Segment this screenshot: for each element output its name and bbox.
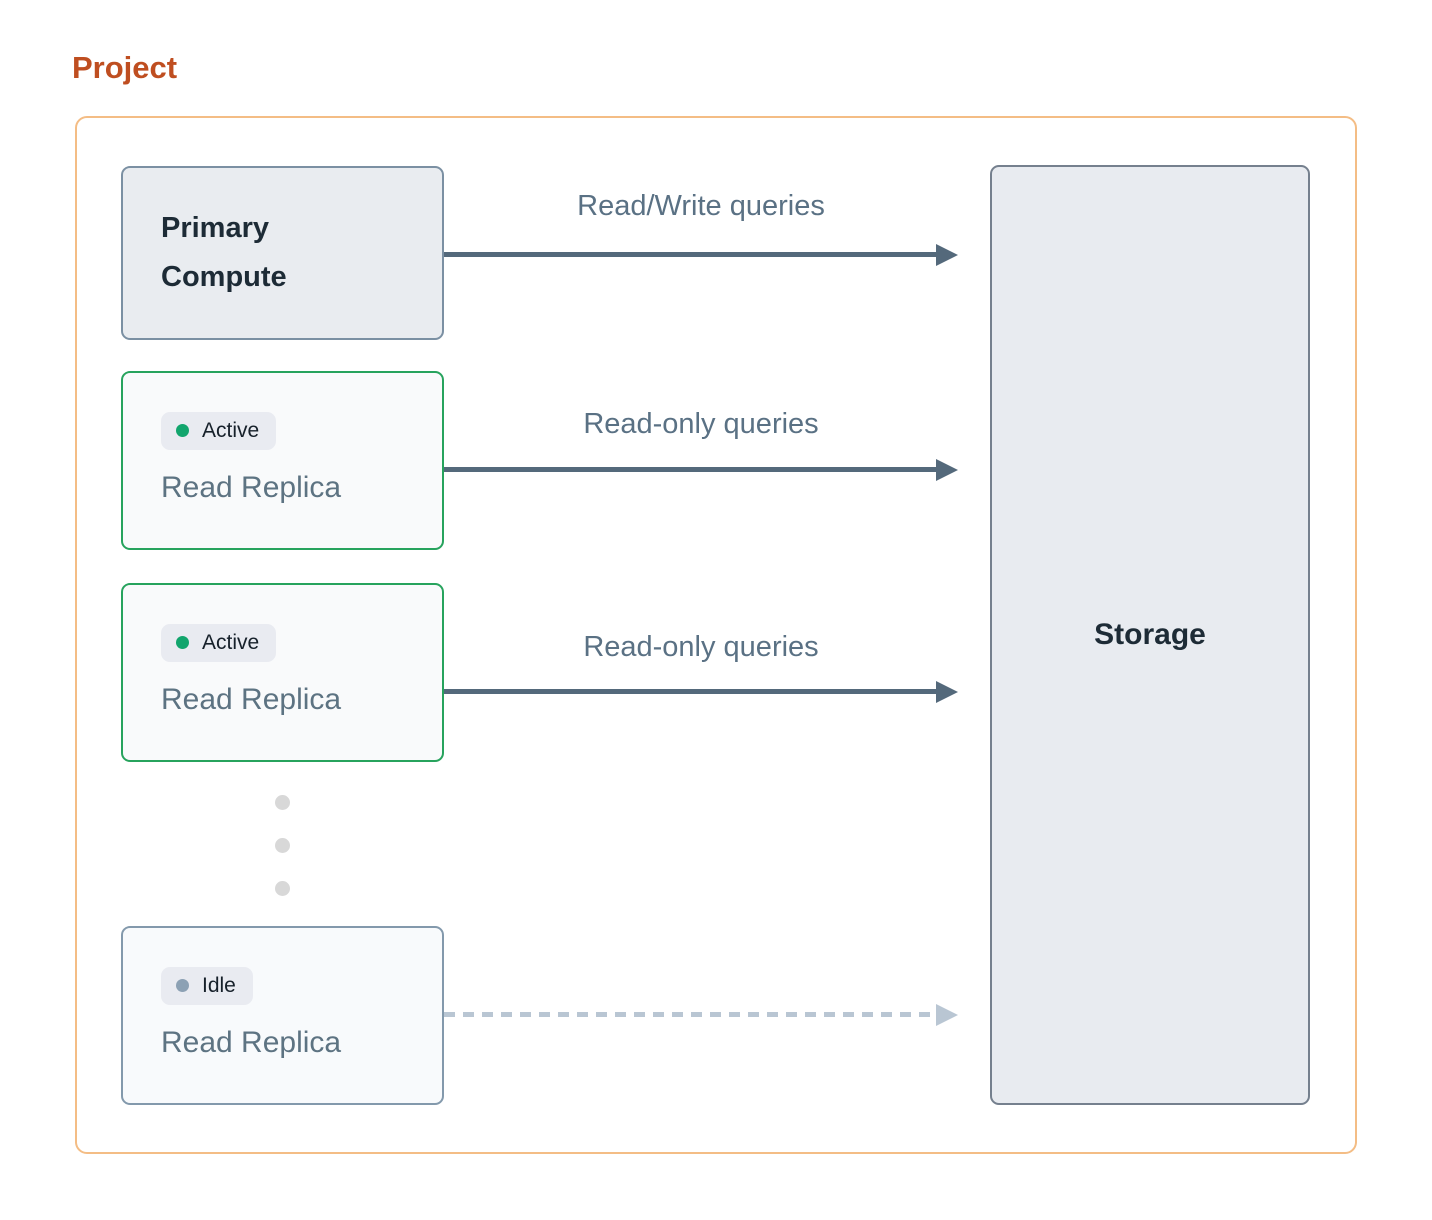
arrow-line [444, 252, 938, 257]
arrowhead-icon [936, 459, 958, 481]
status-badge: Active [161, 412, 277, 451]
replica-label: Read Replica [161, 1026, 342, 1060]
arrow-primary-to-storage [444, 244, 958, 266]
arrowhead-icon [936, 681, 958, 703]
status-label: Idle [202, 974, 236, 997]
ellipsis-dot-icon [275, 881, 290, 896]
read-replica-node-idle: Idle Read Replica [121, 926, 444, 1105]
edge-label-read-write: Read/Write queries [577, 190, 825, 222]
page-title: Project [72, 50, 178, 85]
arrow-idle-to-storage-dashed [444, 1004, 958, 1026]
read-replica-node-1: Active Read Replica [121, 371, 444, 550]
active-dot-icon [176, 424, 189, 438]
arrow-line-dashed [444, 1012, 938, 1017]
ellipsis-dot-icon [275, 838, 290, 853]
arrow-replica2-to-storage [444, 681, 958, 703]
status-badge: Active [161, 624, 277, 663]
arrow-line [444, 689, 938, 694]
status-badge: Idle [161, 967, 253, 1006]
primary-compute-label: Primary Compute [161, 212, 287, 293]
ellipsis-dot-icon [275, 795, 290, 810]
status-label: Active [202, 419, 260, 442]
arrowhead-icon [936, 244, 958, 266]
status-label: Active [202, 631, 260, 654]
edge-label-read-only-1: Read-only queries [583, 408, 819, 440]
storage-label: Storage [1094, 618, 1206, 651]
idle-dot-icon [176, 979, 189, 993]
primary-compute-node: Primary Compute [121, 166, 444, 340]
active-dot-icon [176, 636, 189, 650]
arrow-replica1-to-storage [444, 459, 958, 481]
arrow-line [444, 467, 938, 472]
replica-label: Read Replica [161, 471, 342, 505]
more-replicas-ellipsis-icon [275, 795, 290, 896]
arrowhead-icon [936, 1004, 958, 1026]
storage-node: Storage [990, 165, 1310, 1105]
replica-label: Read Replica [161, 683, 342, 717]
read-replica-node-2: Active Read Replica [121, 583, 444, 762]
edge-label-read-only-2: Read-only queries [583, 631, 819, 663]
